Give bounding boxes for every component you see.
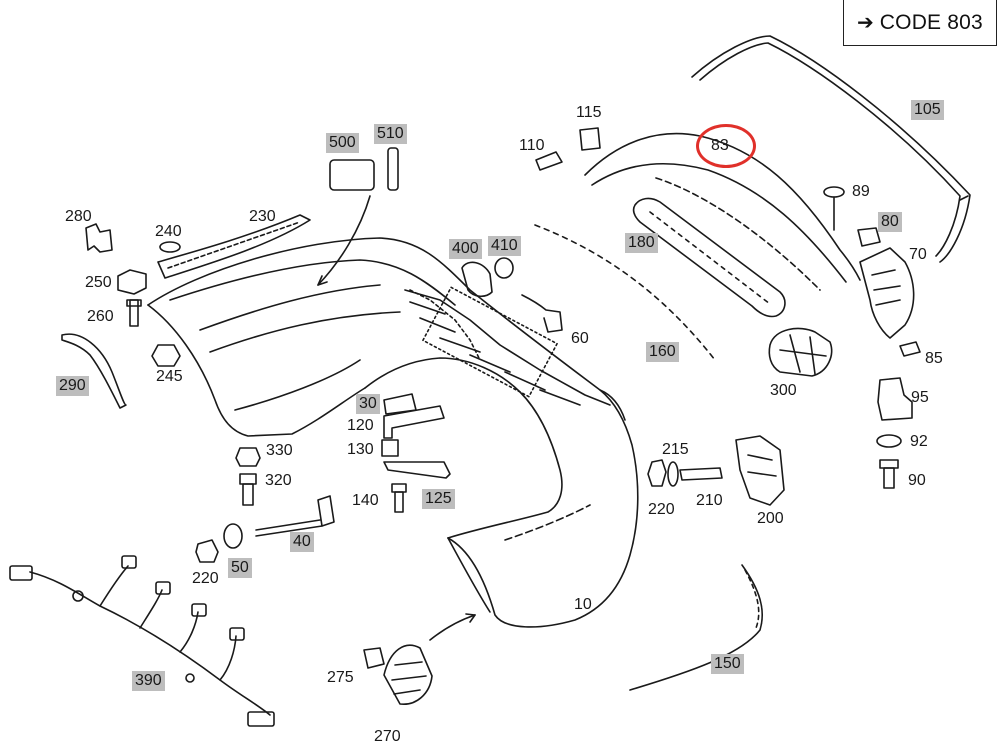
label-30: 30 bbox=[356, 394, 380, 414]
part-150-strip bbox=[629, 564, 764, 691]
part-220-nut-left bbox=[195, 539, 219, 563]
highlight-ring bbox=[696, 124, 756, 168]
part-92-washer bbox=[876, 434, 902, 448]
part-330-nut bbox=[235, 447, 261, 467]
label-280: 280 bbox=[65, 208, 92, 225]
label-105: 105 bbox=[911, 100, 944, 120]
label-115: 115 bbox=[576, 104, 602, 121]
arrow-right-icon: ➔ bbox=[857, 12, 874, 34]
part-300-cover bbox=[768, 327, 833, 377]
label-275: 275 bbox=[327, 669, 354, 686]
label-89: 89 bbox=[852, 183, 870, 200]
part-220-nut bbox=[647, 459, 667, 487]
part-290-trim bbox=[61, 333, 127, 409]
label-300: 300 bbox=[770, 382, 797, 399]
label-510: 510 bbox=[374, 124, 407, 144]
label-400: 400 bbox=[449, 239, 482, 259]
part-280-clip bbox=[85, 223, 113, 253]
part-510-cover bbox=[387, 147, 399, 191]
label-70: 70 bbox=[909, 246, 927, 263]
label-92: 92 bbox=[910, 433, 928, 450]
label-220-right: 220 bbox=[648, 501, 675, 518]
highlight-part-number: 83 bbox=[711, 137, 729, 154]
part-200-bracket bbox=[735, 435, 785, 506]
label-500: 500 bbox=[326, 133, 359, 153]
part-260-screw bbox=[126, 299, 142, 327]
label-270: 270 bbox=[374, 728, 401, 745]
part-270-bracket bbox=[383, 644, 433, 705]
label-10: 10 bbox=[574, 596, 592, 613]
label-140: 140 bbox=[352, 492, 379, 509]
label-390: 390 bbox=[132, 671, 165, 691]
label-240: 240 bbox=[155, 223, 182, 240]
part-250-nut bbox=[117, 269, 147, 295]
part-230-trim bbox=[157, 214, 311, 279]
part-40-bolt bbox=[255, 495, 335, 537]
part-10-bumper-cover bbox=[147, 237, 639, 628]
part-120-bracket bbox=[383, 405, 445, 439]
part-80-clip bbox=[857, 227, 881, 247]
label-130: 130 bbox=[347, 441, 374, 458]
part-500-cover bbox=[329, 159, 375, 191]
label-60: 60 bbox=[571, 330, 589, 347]
part-105-spoiler bbox=[691, 35, 971, 263]
part-89-washer bbox=[823, 186, 845, 198]
label-245: 245 bbox=[156, 368, 183, 385]
part-320-screw bbox=[239, 473, 257, 506]
label-95: 95 bbox=[911, 389, 929, 406]
part-83-trim bbox=[584, 132, 861, 291]
label-210: 210 bbox=[696, 492, 723, 509]
part-70-insert bbox=[859, 247, 915, 339]
part-160-strip bbox=[534, 224, 716, 361]
part-95-bracket bbox=[877, 377, 913, 421]
part-140-screw bbox=[391, 483, 407, 513]
part-50-washer bbox=[223, 523, 243, 549]
label-125: 125 bbox=[422, 489, 455, 509]
label-290: 290 bbox=[56, 376, 89, 396]
label-230: 230 bbox=[249, 208, 276, 225]
part-60-connector bbox=[521, 294, 563, 333]
part-110-clip bbox=[535, 151, 563, 171]
label-180: 180 bbox=[625, 233, 658, 253]
code-label: CODE 803 bbox=[879, 10, 983, 34]
label-50: 50 bbox=[228, 558, 252, 578]
part-245-nut bbox=[151, 344, 181, 367]
code-box: ➔ CODE 803 bbox=[843, 0, 997, 46]
part-275-clip bbox=[363, 647, 385, 669]
label-410: 410 bbox=[488, 236, 521, 256]
label-220-left: 220 bbox=[192, 570, 219, 587]
label-80: 80 bbox=[878, 212, 902, 232]
label-40: 40 bbox=[290, 532, 314, 552]
label-260: 260 bbox=[87, 308, 114, 325]
part-410-ring bbox=[494, 257, 514, 279]
part-400-light bbox=[461, 261, 493, 298]
part-125-bracket bbox=[383, 461, 451, 479]
part-85-pin bbox=[899, 341, 921, 357]
part-390-harness bbox=[9, 555, 275, 727]
part-240-washer bbox=[159, 241, 181, 253]
part-130-clip bbox=[381, 439, 399, 457]
label-200: 200 bbox=[757, 510, 784, 527]
part-90-screw bbox=[879, 459, 899, 489]
label-150: 150 bbox=[711, 654, 744, 674]
label-320: 320 bbox=[265, 472, 292, 489]
label-250: 250 bbox=[85, 274, 112, 291]
label-90: 90 bbox=[908, 472, 926, 489]
part-180-strip bbox=[632, 197, 786, 318]
label-160: 160 bbox=[646, 342, 679, 362]
label-120: 120 bbox=[347, 417, 374, 434]
label-330: 330 bbox=[266, 442, 293, 459]
part-215-washer bbox=[667, 461, 679, 487]
part-115-clip bbox=[579, 127, 601, 151]
label-215: 215 bbox=[662, 441, 689, 458]
label-85: 85 bbox=[925, 350, 943, 367]
label-110: 110 bbox=[519, 137, 545, 154]
part-210-bolt bbox=[679, 467, 723, 481]
